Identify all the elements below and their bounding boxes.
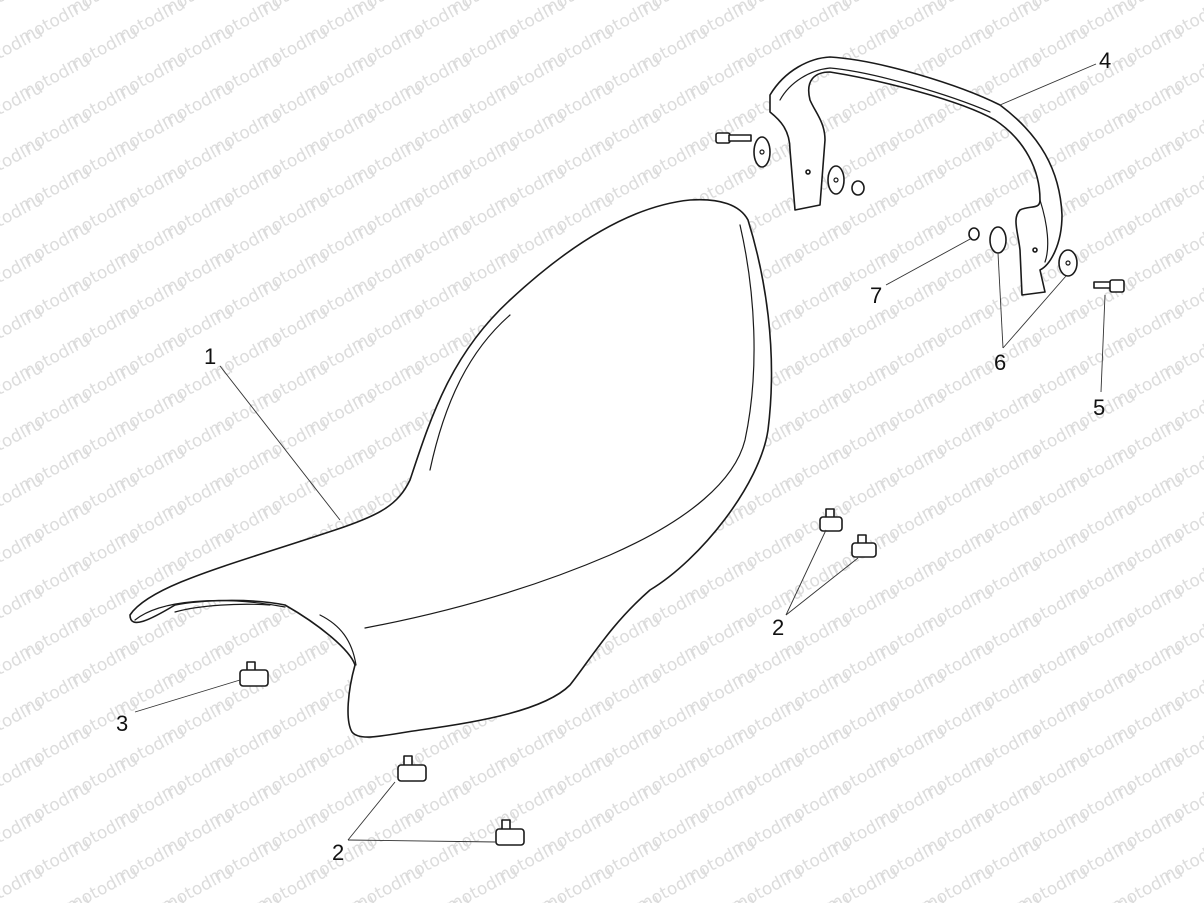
watermark-text: motod.ru	[0, 638, 46, 692]
rubber-buffer-bottom-2	[495, 819, 525, 846]
hardware-washer-left-2	[827, 165, 845, 195]
callout-1: 1	[204, 344, 216, 369]
hardware-nut-left	[851, 180, 865, 196]
callout-6: 6	[994, 350, 1006, 375]
watermark-text: motod.ru	[0, 806, 46, 860]
watermark-text: motod.ru	[1060, 890, 1138, 903]
leader-1	[219, 365, 341, 521]
leader-3	[134, 679, 241, 713]
leader-6a	[997, 252, 1004, 349]
leader-5	[1100, 294, 1106, 393]
rubber-buffer-left	[239, 661, 269, 687]
leader-lines	[134, 63, 1106, 843]
callout-4: 4	[1099, 48, 1111, 73]
watermark-text: motod.ru	[15, 890, 93, 903]
watermark-text: motod.ru	[0, 190, 46, 244]
hardware-washer-left	[753, 136, 771, 168]
watermark-text: motod.ru	[585, 890, 663, 903]
hardware-nut-right	[968, 227, 980, 241]
hardware-washer-right-2	[1058, 249, 1078, 277]
watermark-text: motod.ru	[0, 246, 46, 300]
watermark-text: motod.ru	[0, 414, 46, 468]
watermark-text: motod.ru	[0, 302, 46, 356]
hardware-bolt-left	[715, 132, 752, 144]
leader-7	[885, 237, 973, 286]
leader-4	[999, 63, 1097, 106]
watermark-text: motod.ru	[965, 890, 1043, 903]
watermark-text: motod.ru	[0, 526, 46, 580]
watermark-text: motod.ru	[0, 750, 46, 804]
watermark-text: motod.ru	[395, 890, 473, 903]
watermark-text: motod.ru	[0, 582, 46, 636]
leader-2a-2	[785, 557, 859, 616]
hardware-washer-right	[989, 226, 1007, 254]
watermark-text: motod.ru	[0, 78, 46, 132]
watermark-text: motod.ru	[0, 134, 46, 188]
callout-2-bottom: 2	[332, 840, 344, 865]
callout-2-right: 2	[772, 615, 784, 640]
grab-rail-part	[769, 56, 1063, 296]
watermark-text: motod.ru	[110, 890, 188, 903]
watermark-text: motod.ru	[680, 890, 758, 903]
rubber-buffer-right-2	[851, 534, 877, 558]
seat-part	[129, 198, 773, 738]
rubber-buffer-right-1	[819, 508, 843, 532]
callout-7: 7	[870, 283, 882, 308]
watermark-text: motod.ru	[0, 470, 46, 524]
callout-labels: 1 2 2 3 4 5 6 7	[116, 48, 1111, 865]
watermark-text: motod.ru	[0, 22, 46, 76]
watermark-text: motod.ru	[300, 890, 378, 903]
rubber-buffer-bottom-1	[397, 755, 427, 782]
watermark-text: motod.ru	[0, 358, 46, 412]
callout-3: 3	[116, 711, 128, 736]
watermark-text: motod.ru	[775, 890, 853, 903]
leader-2b-1	[347, 781, 396, 841]
leader-2a-1	[785, 529, 827, 616]
watermark-text: motod.ru	[0, 694, 46, 748]
leader-2b-2	[347, 839, 497, 843]
leader-6b	[1002, 275, 1067, 349]
watermark-text: motod.ru	[205, 890, 283, 903]
callout-5: 5	[1093, 395, 1105, 420]
watermark-text: motod.ru	[870, 890, 948, 903]
hardware-bolt-right	[1093, 279, 1125, 293]
watermark-text: motod.ru	[490, 890, 568, 903]
